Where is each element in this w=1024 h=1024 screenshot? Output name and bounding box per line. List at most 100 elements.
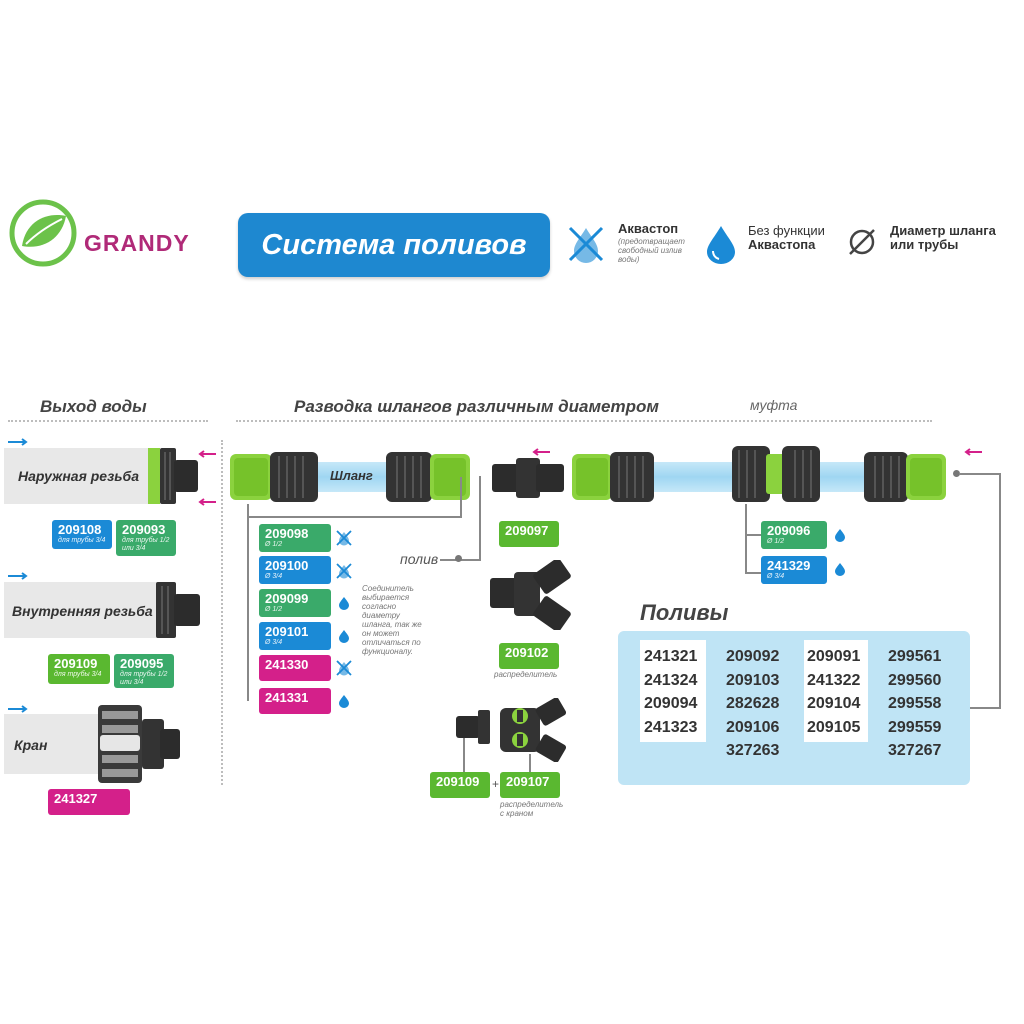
- legend-aquastop-title: Аквастоп: [618, 221, 679, 236]
- product-code[interactable]: 209108 для трубы 3/4: [52, 520, 112, 549]
- hose-connector-right-icon: [864, 452, 946, 502]
- code-number: 209107: [506, 774, 550, 789]
- product-code[interactable]: 241329 Ø 3/4: [761, 556, 827, 584]
- list-item[interactable]: 299559: [888, 718, 942, 736]
- divider: [221, 440, 223, 785]
- list-item[interactable]: 209091: [807, 648, 861, 665]
- product-code[interactable]: 209096 Ø 1/2: [761, 521, 827, 549]
- legend-no-aquastop-line1: Без функции: [748, 223, 825, 238]
- product-code[interactable]: 209101 Ø 3/4: [259, 622, 331, 650]
- outlet-label: Наружная резьба: [18, 468, 139, 484]
- section-title-hose-routing: Разводка шлангов различным диаметром: [294, 397, 659, 416]
- arrow-in-icon: [8, 438, 28, 446]
- product-code[interactable]: 209098 Ø 1/2: [259, 524, 331, 552]
- code-number: 241327: [54, 791, 98, 806]
- section-title-water-outlet: Выход воды: [40, 397, 147, 416]
- product-code[interactable]: 209109 для трубы 3/4: [48, 654, 110, 684]
- distributor-icon: [490, 560, 571, 630]
- code-number: 241331: [265, 690, 309, 705]
- polivy-column: 241321 241324 209094 241323: [644, 645, 697, 739]
- hose-connector-right-icon: [386, 452, 470, 502]
- water-drop-icon: [339, 597, 349, 610]
- code-note: для трубы 1/2 или 3/4: [122, 537, 170, 552]
- connector-line: [529, 754, 531, 772]
- tap-distributor-caption-line2: с краном: [500, 809, 534, 818]
- product-code[interactable]: 209107: [500, 772, 560, 798]
- list-item[interactable]: 241323: [644, 718, 698, 736]
- legend-aquastop: Аквастоп (предотвращает свободный излив …: [566, 222, 696, 272]
- code-number: 209093: [122, 522, 166, 537]
- list-item[interactable]: 241321: [644, 648, 698, 665]
- water-drop-icon: [339, 630, 349, 643]
- water-drop-icon: [835, 563, 845, 576]
- list-item[interactable]: 299560: [888, 671, 942, 689]
- product-code[interactable]: 209095 для трубы 1/2 или 3/4: [114, 654, 174, 688]
- legend-no-aquastop: Без функции Аквастопа: [704, 222, 834, 272]
- polivy-column: 299561 299560 299558 299559 327267: [888, 645, 941, 763]
- water-drop-icon: [835, 529, 845, 542]
- plus-sign: +: [492, 777, 500, 791]
- outlet-label: Кран: [14, 737, 48, 753]
- product-code[interactable]: 241331: [259, 688, 331, 714]
- hose: [818, 462, 868, 492]
- hose: [316, 462, 390, 492]
- coupling-icon: [732, 446, 820, 502]
- legend-diameter-line1: Диаметр шланга: [890, 223, 996, 238]
- tap-fitting-icon: [98, 705, 180, 783]
- product-code[interactable]: 209109: [430, 772, 490, 798]
- list-item[interactable]: 209092: [726, 648, 780, 665]
- connector-note: Соединитель выбирается согласно диаметру…: [362, 584, 422, 656]
- distributor-caption: распределитель: [494, 670, 558, 679]
- product-code[interactable]: 209099 Ø 1/2: [259, 589, 331, 617]
- product-code[interactable]: 241330: [259, 655, 331, 681]
- fitting-icon: [156, 582, 200, 638]
- product-code[interactable]: 209093 для трубы 1/2 или 3/4: [116, 520, 176, 556]
- list-item[interactable]: 209106: [726, 718, 780, 736]
- hose-connector-left-icon: [572, 452, 654, 502]
- list-item[interactable]: 327267: [888, 742, 942, 759]
- list-item[interactable]: 241322: [807, 671, 861, 689]
- connector-dot: [455, 555, 462, 562]
- code-number: 209109: [54, 656, 98, 671]
- product-code[interactable]: 209097: [499, 521, 559, 547]
- product-code[interactable]: 241327: [48, 789, 130, 815]
- section-title-coupling: муфта: [750, 397, 798, 413]
- list-item[interactable]: 299558: [888, 695, 942, 712]
- list-item[interactable]: 299561: [888, 648, 942, 665]
- brand-name: GRANDY: [84, 230, 190, 256]
- polivy-col-highlight: [804, 640, 868, 742]
- code-number: 209095: [120, 656, 164, 671]
- list-item[interactable]: 209103: [726, 671, 780, 689]
- code-number: 209098: [265, 526, 309, 541]
- connector-line: [999, 473, 1001, 709]
- product-code[interactable]: 209102: [499, 643, 559, 669]
- list-item[interactable]: 327263: [726, 742, 780, 759]
- code-note: Ø 3/4: [265, 573, 283, 580]
- list-item[interactable]: 209104: [807, 695, 861, 712]
- aquastop-icon: [336, 563, 352, 579]
- code-note: для трубы 3/4: [58, 537, 106, 544]
- brand-logo: GRANDY: [8, 198, 208, 268]
- tap-distributor-icon: [456, 698, 566, 762]
- hose-label: Шланг: [330, 468, 373, 483]
- legend-no-aquastop-line2: Аквастопа: [748, 237, 816, 252]
- list-item[interactable]: 282628: [726, 695, 780, 712]
- connector-line: [745, 504, 747, 574]
- legend-diameter-line2: или трубы: [890, 237, 959, 252]
- outlet-panel-inner-thread: [4, 582, 160, 638]
- list-item[interactable]: 241324: [644, 671, 698, 689]
- product-code[interactable]: 209100 Ø 3/4: [259, 556, 331, 584]
- code-note: Ø 1/2: [265, 541, 283, 548]
- list-item[interactable]: 209105: [807, 718, 861, 736]
- list-item[interactable]: 209094: [644, 695, 698, 712]
- code-number: 209100: [265, 558, 309, 573]
- hose-connector-left-icon: [230, 452, 318, 502]
- page-title: Система поливов: [238, 213, 550, 277]
- polivy-title: Поливы: [640, 600, 729, 625]
- water-drop-icon: [707, 226, 735, 264]
- polivy-column: 209092 209103 282628 209106 327263: [726, 645, 779, 763]
- code-note: для трубы 1/2 или 3/4: [120, 671, 168, 686]
- connector-line: [247, 516, 462, 518]
- divider: [236, 420, 932, 422]
- leaf-logo-icon: [9, 199, 77, 267]
